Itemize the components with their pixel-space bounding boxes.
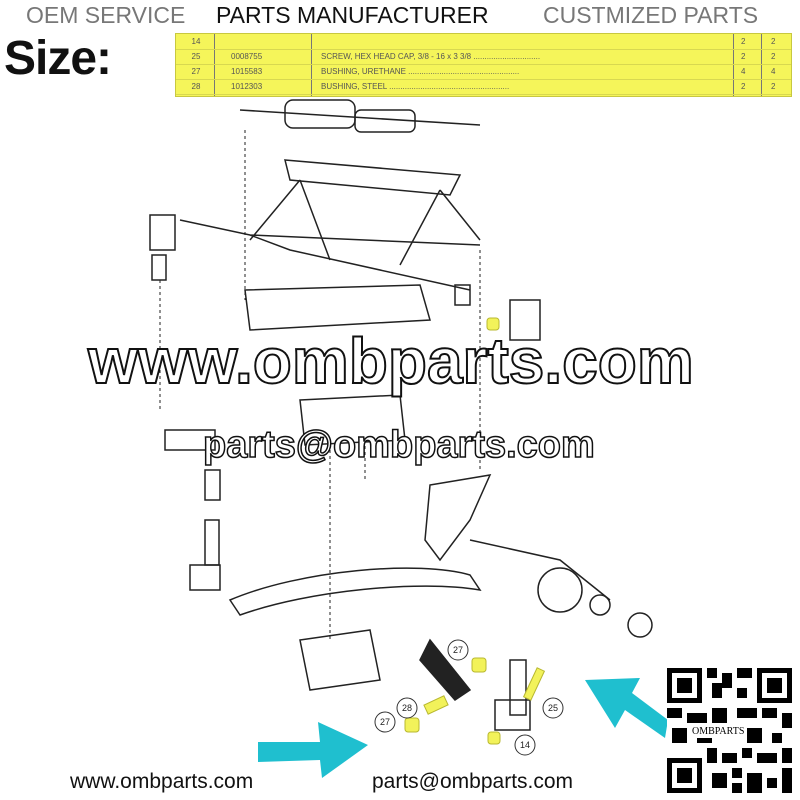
ref: 27 — [191, 67, 201, 76]
description: BUSHING, URETHANE ......................… — [321, 67, 520, 76]
watermark-site: www.ombparts.com — [87, 324, 695, 398]
qty: 2 — [771, 82, 776, 91]
part-number: 1012303 — [231, 82, 263, 91]
callout-label: 14 — [520, 740, 530, 750]
arrow-right-icon — [258, 722, 368, 778]
callout-label: 25 — [548, 703, 558, 713]
part-number: 0008755 — [231, 52, 263, 61]
table-row: 27 1015583 BUSHING, URETHANE ...........… — [176, 64, 791, 80]
screw-hex — [522, 667, 546, 701]
qty: 4 — [771, 67, 776, 76]
parts-table: 14 2 2 25 0008755 SCREW, HEX HEAD CAP, 3… — [175, 33, 792, 97]
banner-oem-service: OEM SERVICE — [26, 2, 186, 28]
highlighted-parts — [404, 317, 546, 745]
nut — [487, 731, 501, 745]
callouts — [374, 639, 564, 756]
banner-parts-manufacturer: PARTS MANUFACTURER — [216, 2, 489, 28]
description: SCREW, HEX HEAD CAP, 3/8 - 16 x 3 3/8 ..… — [321, 52, 541, 61]
bushing-steel — [423, 695, 449, 715]
part-number: 1015583 — [231, 67, 263, 76]
table-row: 25 0008755 SCREW, HEX HEAD CAP, 3/8 - 16… — [176, 49, 791, 65]
qty: 2 — [771, 52, 776, 61]
watermark-email: parts@ombparts.com — [202, 423, 595, 467]
footer-email-link[interactable]: parts@ombparts.com — [372, 770, 574, 793]
plate — [299, 394, 406, 446]
callout-label: 27 — [453, 645, 463, 655]
table-row: 28 1012303 BUSHING, STEEL ..............… — [176, 79, 791, 95]
qty: 4 — [741, 67, 746, 76]
ref: 28 — [191, 82, 201, 91]
ref: 14 — [191, 37, 201, 46]
description: BUSHING, STEEL .........................… — [321, 82, 510, 91]
callout-label: 27 — [380, 717, 390, 727]
callout-label: 28 — [402, 703, 412, 713]
qr-label: OMBPARTS — [690, 726, 747, 738]
qty: 2 — [741, 37, 746, 46]
bushing-urethane — [404, 717, 420, 733]
leaf-spring — [228, 567, 482, 616]
mount-plate — [299, 629, 381, 691]
table-row: 14 2 2 — [176, 34, 791, 50]
qty: 2 — [771, 37, 776, 46]
arrow-up-left-icon — [585, 678, 668, 738]
size-label: Size: — [4, 32, 112, 85]
ref: 25 — [191, 52, 201, 61]
bushing-urethane — [471, 657, 487, 673]
qty: 2 — [741, 52, 746, 61]
banner-customized-parts: CUSTMIZED PARTS — [543, 2, 759, 28]
qty: 2 — [741, 82, 746, 91]
footer-site-link[interactable]: www.ombparts.com — [70, 770, 254, 793]
